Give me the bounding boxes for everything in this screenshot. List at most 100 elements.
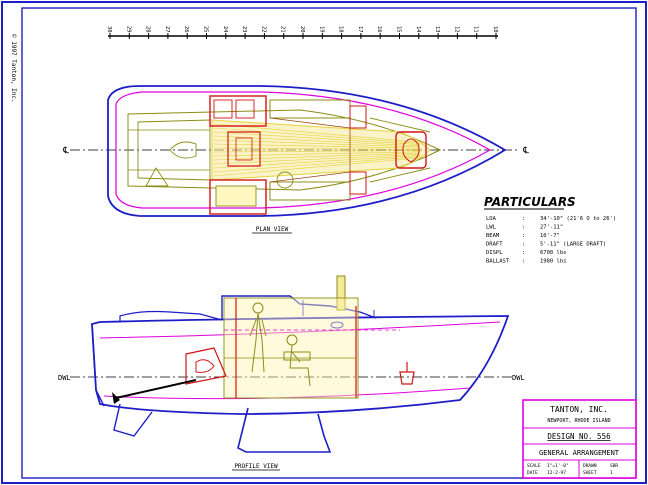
title-drawn-value: SBR — [610, 463, 618, 469]
plan-hatch-line — [213, 139, 421, 148]
particulars-label: DISPL — [486, 250, 503, 256]
scale-tick-label: 25 — [203, 26, 209, 33]
plan-bulkhead-stbd — [349, 171, 367, 195]
profile-propeller — [112, 392, 120, 404]
title-drawn-label: DRAWN — [583, 463, 597, 469]
plan-galley — [209, 95, 267, 127]
profile-cabin-interior — [223, 297, 359, 399]
title-company: TANTON, INC. — [550, 405, 608, 414]
plan-hatch-line — [213, 151, 421, 157]
plan-saloon-table — [269, 117, 351, 183]
plan-chart-table — [215, 185, 257, 207]
scale-tick-label: 26 — [183, 26, 189, 33]
plan-cabin-sole — [211, 119, 431, 181]
profile-view-label: PROFILE VIEW — [234, 463, 278, 470]
scale-tick-label: 10 — [492, 26, 498, 33]
plan-nav-station — [209, 179, 267, 215]
scale-tick-label: 11 — [473, 26, 479, 33]
title-block: TANTON, INC. NEWPORT, RHODE ISLAND DESIG… — [522, 399, 637, 479]
particulars-separator: : — [522, 259, 525, 265]
title-scale-value: 1"=1'-0" — [547, 463, 569, 469]
scale-tick-label: 22 — [260, 26, 266, 33]
profile-engine-detail — [195, 359, 215, 373]
particulars-value: 1980 lbs — [540, 259, 567, 265]
particulars-value: 6700 lbs — [540, 250, 567, 256]
particulars-separator: : — [522, 242, 525, 248]
scale-tick-label: 24 — [222, 26, 228, 33]
profile-mast — [336, 275, 346, 311]
particulars-label: LWL — [486, 225, 497, 231]
scale-tick-label: 29 — [125, 26, 131, 33]
particulars-block: PARTICULARS LOA:34'-10" (21'6 O to 26')L… — [484, 195, 616, 265]
particulars-label: LOA — [486, 216, 497, 222]
plan-helm-detail — [169, 141, 197, 159]
dwl-label-left: DWL — [58, 374, 71, 382]
profile-cockpit-coaming — [119, 310, 223, 322]
plan-hatch-line — [213, 131, 421, 145]
particulars-separator: : — [522, 250, 525, 256]
dwl-label-right: DWL — [512, 374, 525, 382]
profile-hull-outline — [91, 315, 510, 415]
title-address: NEWPORT, RHODE ISLAND — [547, 418, 610, 424]
plan-hatch-line — [213, 123, 421, 143]
profile-engine — [185, 347, 227, 385]
plan-hatch-line — [213, 150, 421, 153]
plan-hatch-line — [213, 156, 421, 173]
plan-engine-box — [235, 137, 253, 161]
profile-seated-figure — [283, 334, 311, 387]
scale-tick-label: 16 — [376, 26, 382, 33]
profile-boot-stripe — [99, 321, 501, 339]
particulars-separator: : — [522, 216, 525, 222]
plan-winch-detail — [145, 167, 169, 187]
scale-tick-label: 28 — [145, 26, 151, 33]
plan-hull-outline — [107, 85, 507, 217]
plan-view-label: PLAN VIEW — [256, 226, 289, 233]
title-sheet-value: 1 — [610, 470, 613, 476]
scale-tick-label: 15 — [396, 26, 402, 33]
particulars-title: PARTICULARS — [484, 195, 576, 209]
plan-stove — [213, 99, 233, 119]
scale-tick-label: 18 — [338, 26, 344, 33]
particulars-value: 5'-11" (LARGE DRAFT) — [540, 242, 606, 248]
profile-propeller-shaft — [115, 379, 197, 399]
plan-hatch-line — [213, 152, 421, 161]
particulars-value: 27'-11" — [540, 225, 563, 231]
sheet-inner-border — [21, 7, 637, 479]
profile-anchor — [399, 362, 415, 385]
particulars-label: BALLAST — [486, 259, 510, 265]
title-sheet-title: GENERAL ARRANGEMENT — [539, 449, 620, 457]
centerline-mark-right: ℄ — [522, 146, 529, 156]
profile-cabin-house — [221, 295, 377, 320]
plan-head-compartment — [395, 131, 427, 169]
plan-view: ℄ ℄ — [62, 85, 529, 217]
plan-sheer-line — [115, 91, 492, 209]
profile-transom — [91, 323, 105, 407]
profile-keel — [237, 407, 332, 453]
title-sheet-label: SHEET — [583, 470, 597, 476]
scale-bar: 1011121314151617181920212223242526272829… — [106, 26, 498, 39]
scale-tick-label: 27 — [164, 26, 170, 33]
profile-portlight — [330, 321, 344, 329]
scale-tick-label: 23 — [241, 26, 247, 33]
plan-companionway — [227, 131, 261, 167]
particulars-value: 10'-7" — [540, 233, 560, 239]
centerline-mark-left: ℄ — [62, 146, 69, 156]
scale-tick-label: 13 — [434, 26, 440, 33]
plan-hatch-line — [213, 157, 421, 177]
plan-hatch-line — [213, 127, 421, 144]
plan-settee-port — [269, 99, 351, 119]
plan-cabin-hatching — [213, 123, 421, 177]
profile-view: DWL DWL — [58, 275, 525, 453]
plan-v-berth — [369, 117, 431, 183]
profile-standing-figure — [249, 302, 267, 373]
plan-seat-icon — [276, 171, 294, 189]
plan-hatch-line — [213, 153, 421, 165]
plan-settee-stbd — [269, 181, 351, 201]
plan-sink — [235, 99, 255, 119]
particulars-label: BEAM — [486, 233, 500, 239]
title-design-number: DESIGN NO. 556 — [547, 432, 611, 441]
plan-hatch-line — [213, 143, 421, 149]
